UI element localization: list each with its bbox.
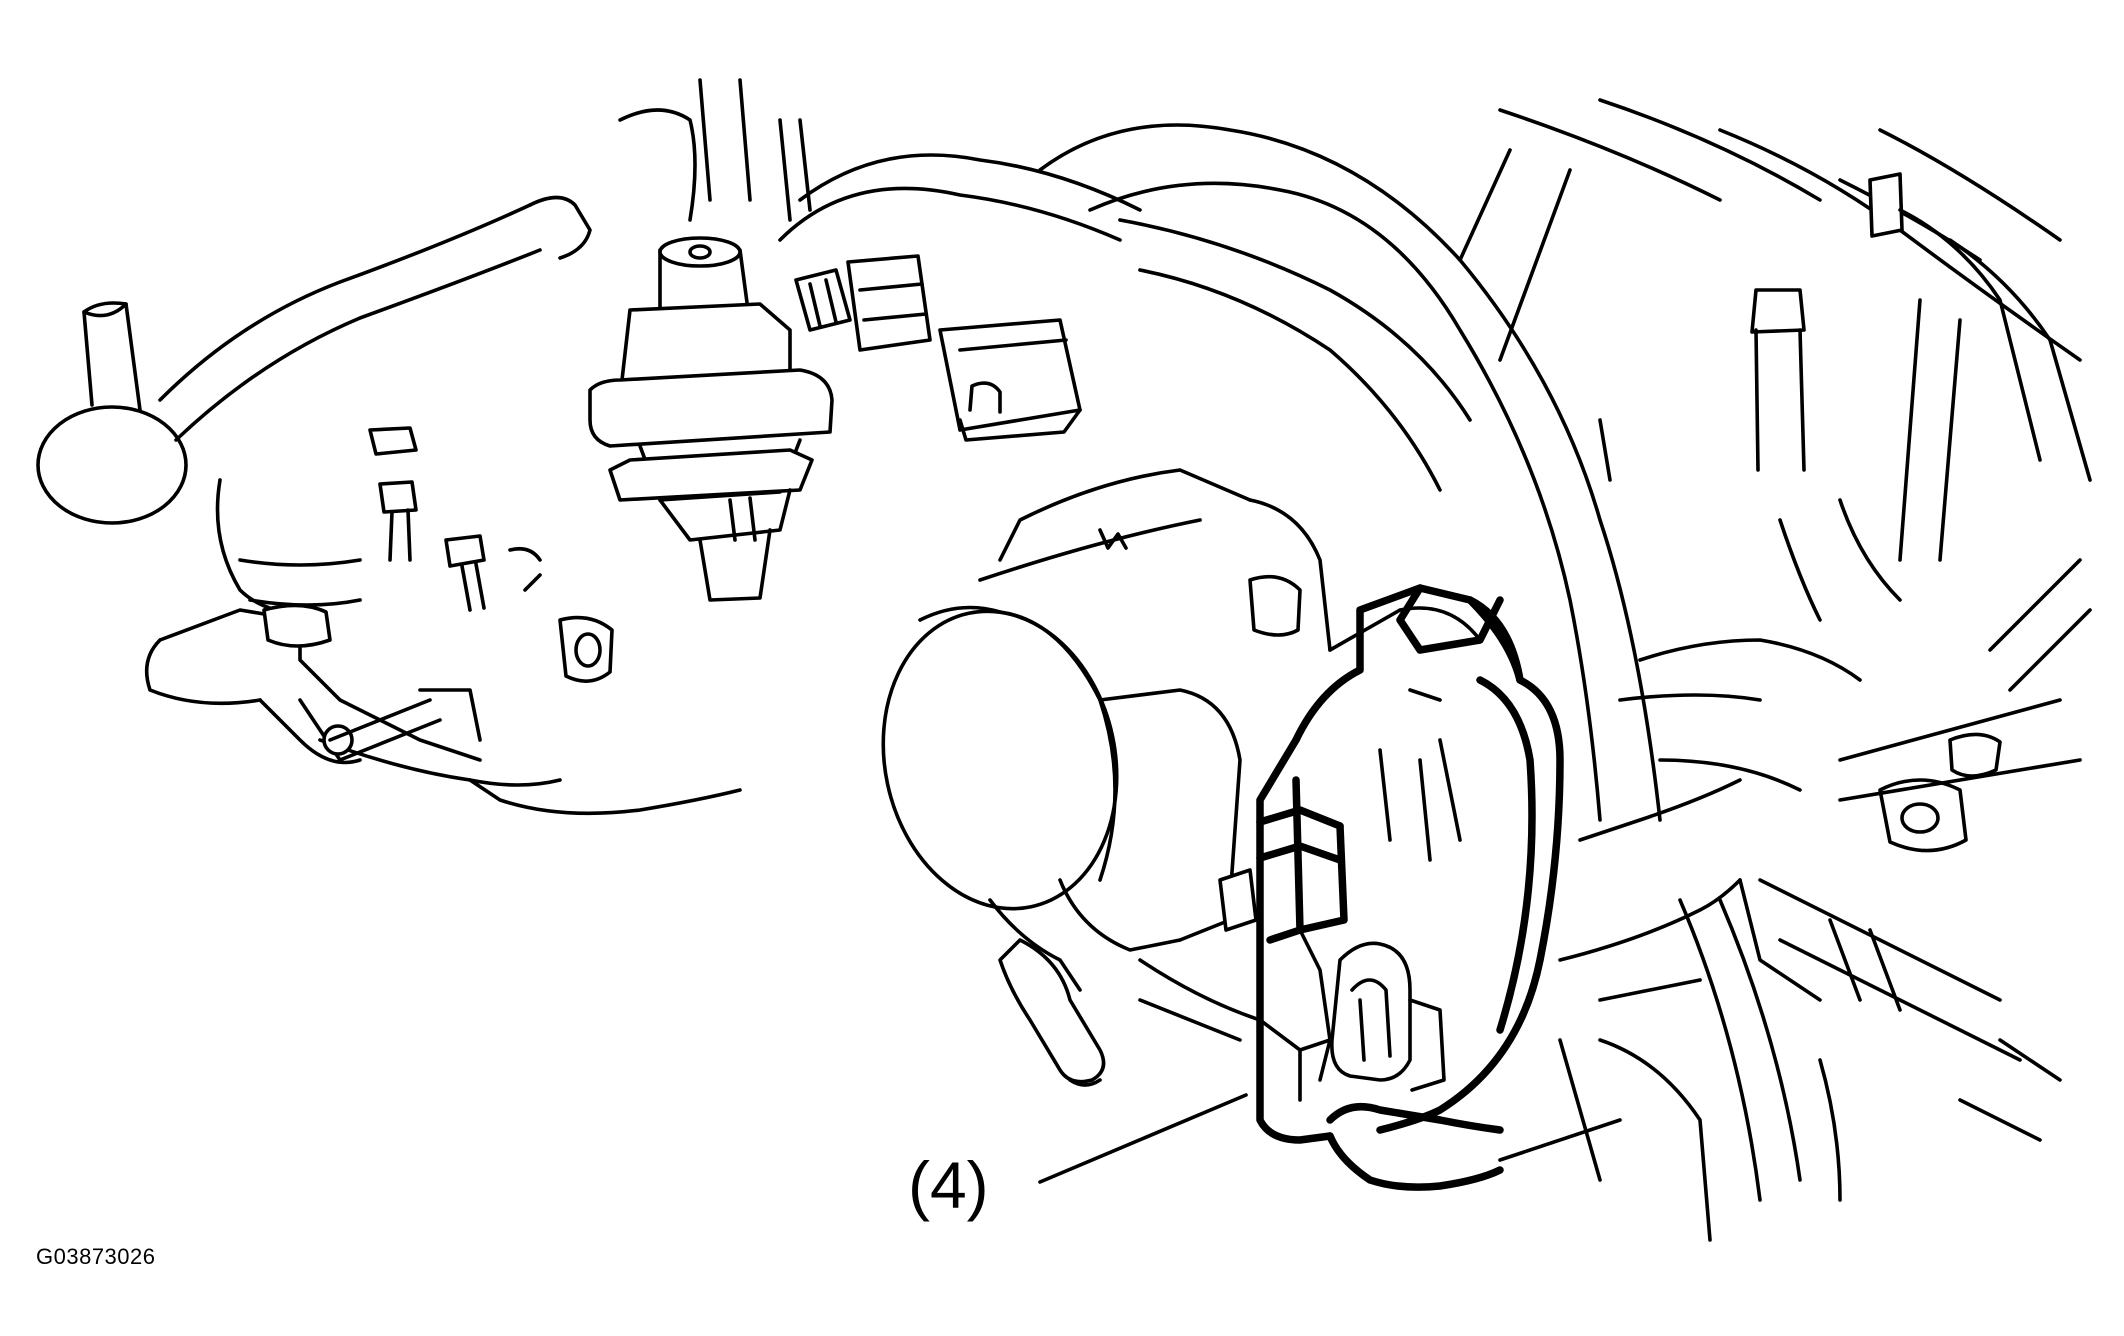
throttle-position-sensor (1256, 584, 1564, 1191)
figure-id: G03873026 (36, 1244, 156, 1269)
lower-housing (1408, 418, 1862, 1242)
harness-connectors (794, 254, 1082, 442)
breather-hose (36, 195, 592, 525)
bolts-left (262, 426, 614, 683)
throttle-body (881, 468, 1482, 1087)
right-components (1678, 172, 2092, 1202)
callout-label: (4) (908, 1148, 989, 1222)
callout-4: (4) (908, 1093, 1248, 1222)
idle-control-valve (588, 78, 834, 602)
intake-bracket (144, 478, 742, 816)
